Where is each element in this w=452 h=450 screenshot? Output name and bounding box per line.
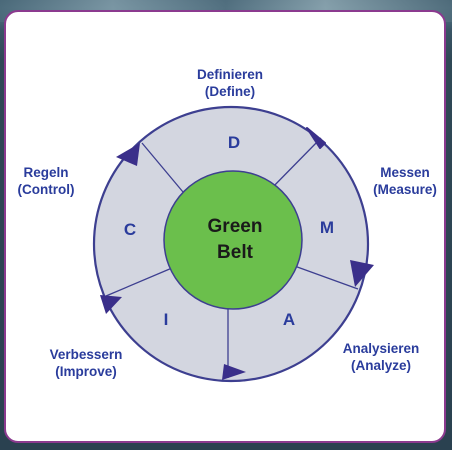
center-label: Green Belt <box>190 214 280 266</box>
label-control: Regeln (Control) <box>2 164 90 198</box>
phase-letter-c: C <box>123 220 137 239</box>
label-define-en: (Define) <box>204 84 256 99</box>
label-analyze-en: (Analyze) <box>350 358 411 373</box>
arrow-m-to-a <box>350 260 374 287</box>
label-measure-en: (Measure) <box>373 182 437 197</box>
divider-dm <box>266 137 322 194</box>
phase-letter-i: I <box>163 310 169 329</box>
divider-ma <box>288 263 359 290</box>
center-label-line2: Belt <box>217 242 253 263</box>
label-improve-en: (Improve) <box>55 364 117 379</box>
phase-letter-a: A <box>282 310 296 329</box>
label-measure-de: Messen <box>380 165 430 180</box>
green-belt-circle <box>163 170 303 310</box>
center-label-line1: Green <box>207 216 263 237</box>
label-control-en: (Control) <box>17 182 75 197</box>
label-analyze: Analysieren (Analyze) <box>325 340 437 374</box>
label-improve: Verbessern (Improve) <box>30 346 142 380</box>
label-define: Definieren (Define) <box>170 66 290 100</box>
arrow-i-to-c <box>100 295 122 314</box>
label-measure: Messen (Measure) <box>360 164 450 198</box>
label-analyze-de: Analysieren <box>342 341 420 356</box>
phase-letter-d: D <box>227 133 241 152</box>
label-improve-de: Verbessern <box>49 347 123 362</box>
label-define-de: Definieren <box>196 67 264 82</box>
phase-letter-m: M <box>319 218 335 237</box>
label-control-de: Regeln <box>23 165 69 180</box>
divider-cd <box>141 142 184 193</box>
arrow-d-to-m <box>306 127 326 149</box>
arrow-c-to-d <box>116 143 140 166</box>
divider-ic <box>105 267 173 297</box>
arrow-a-to-i <box>222 364 246 380</box>
